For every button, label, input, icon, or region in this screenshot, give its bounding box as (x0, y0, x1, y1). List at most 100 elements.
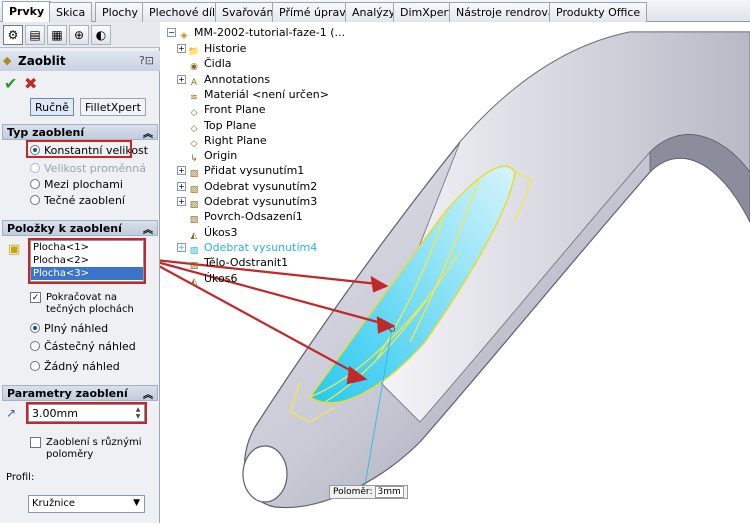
tab-plochy[interactable]: Plochy (95, 2, 145, 22)
callout-label: Poloměr: (333, 487, 373, 497)
annotation-highlight-box (26, 402, 147, 424)
radio-no-preview[interactable]: Žádný náhled (30, 360, 120, 373)
list-item[interactable]: Plocha<3> (31, 267, 143, 280)
annotation-highlight-box (28, 238, 146, 284)
tree-item-label: Annotations (204, 72, 271, 86)
model-viewport (145, 31, 750, 509)
tree-item-label: Odebrat vysunutím3 (204, 195, 318, 208)
graphics-area[interactable] (145, 22, 750, 523)
tree-item[interactable]: ◉Čidla (177, 57, 232, 72)
radio-label: Tečné zaoblení (44, 194, 125, 207)
tree-item[interactable]: +▨Odebrat vysunutím3 (177, 195, 317, 210)
params-header-label: Parametry zaoblení (7, 387, 128, 400)
profile-dropdown[interactable]: Kružnice ▼ (28, 495, 145, 513)
multi-radius-checkbox[interactable]: Zaoblení s různými poloměry (30, 437, 150, 461)
radio-partial-preview[interactable]: Částečný náhled (30, 340, 136, 353)
radio-face-fillet[interactable]: Mezi plochami (30, 178, 123, 191)
tab-analyzy[interactable]: Analýzy (345, 2, 403, 22)
tree-item-label: Čidla (204, 57, 232, 71)
tab-svarovani[interactable]: Svařování (215, 2, 284, 22)
tree-item[interactable]: +▨Odebrat vysunutím4 (177, 241, 317, 256)
tree-item[interactable]: ◭Úkos6 (177, 272, 238, 287)
tree-item[interactable]: +▨Přidat vysunutím1 (177, 164, 304, 179)
tree-item[interactable]: ↳Origin (177, 149, 237, 164)
radio-variable-size: Velikost proměnná (30, 162, 146, 175)
collapse-icon[interactable]: − (167, 28, 176, 37)
tree-item-label: Úkos3 (204, 225, 238, 239)
spin-arrows-icon[interactable]: ▲▼ (135, 406, 141, 420)
tree-item[interactable]: +📁 Historie (177, 42, 246, 57)
radio-label: Velikost proměnná (44, 162, 146, 175)
tangent-propagation-checkbox[interactable]: ✓ Pokračovat na tečných plochách (30, 292, 150, 316)
callout-value[interactable]: 3mm (374, 486, 404, 498)
filletxpert-mode-button[interactable]: FilletXpert (80, 98, 146, 116)
feature-icon: ◭ (190, 276, 198, 287)
tab-produkty-office[interactable]: Produkty Office (549, 2, 648, 22)
checkbox-checked-icon: ✓ (30, 292, 41, 303)
items-section-header[interactable]: Položky k zaoblení ︽ (2, 220, 158, 236)
tree-item-label: Historie (204, 42, 247, 55)
manual-mode-button[interactable]: Ručně (30, 98, 74, 116)
dimxpert-manager-icon[interactable]: ⊕ (69, 25, 89, 45)
property-manager: ⚙ ▤ ▦ ⊕ ◐ ◆ Zaoblit ?⊡ ✔ ✖ Ručně FilletX… (0, 22, 160, 523)
collapse-chevron-icon[interactable]: ︽ (143, 390, 153, 401)
expand-icon[interactable]: + (177, 242, 186, 252)
radius-input[interactable]: 3.00mm ▲▼ (28, 404, 145, 422)
tree-root[interactable]: −◈MM-2002-tutorial-faze-1 (... (167, 26, 345, 41)
faces-selection-list[interactable]: Plocha<1> Plocha<2> Plocha<3> (30, 240, 144, 282)
dimension-leader (364, 328, 393, 486)
tab-skica[interactable]: Skica (49, 2, 93, 22)
part-icon: ◈ (180, 31, 188, 41)
display-manager-icon[interactable]: ◐ (91, 25, 111, 45)
radio-selected-icon (30, 145, 40, 155)
tree-item[interactable]: +▨Odebrat vysunutím2 (177, 180, 317, 195)
params-section-header[interactable]: Parametry zaoblení ︽ (2, 385, 158, 401)
tab-nastroje-rendrovani[interactable]: Nástroje rendrování (449, 2, 572, 22)
ok-button[interactable]: ✔ (4, 74, 18, 93)
configuration-manager-icon[interactable]: ▦ (47, 25, 67, 45)
feature-icon: A (190, 77, 198, 88)
tree-item[interactable]: ◇Right Plane (177, 134, 267, 149)
tree-item[interactable]: ≋Materiál <není určen> (177, 88, 329, 103)
list-item[interactable]: Plocha<2> (33, 255, 90, 266)
radio-full-preview[interactable]: Plný náhled (30, 322, 108, 335)
profile-value: Kružnice (32, 498, 76, 509)
help-icon[interactable]: ?⊡ (138, 54, 154, 67)
tab-dimxpert[interactable]: DimXpert (393, 2, 460, 22)
radio-icon (30, 361, 40, 371)
radio-label: Žádný náhled (44, 360, 120, 373)
expand-icon[interactable]: + (177, 181, 186, 191)
tab-prime-upravy[interactable]: Přímé úpravy (272, 2, 360, 22)
expand-icon[interactable]: + (177, 166, 186, 176)
expand-icon[interactable]: + (177, 197, 186, 206)
cancel-button[interactable]: ✖ (24, 74, 38, 93)
tab-prvky[interactable]: Prvky (2, 1, 52, 23)
tree-item[interactable]: ◇Top Plane (177, 119, 257, 134)
expand-icon[interactable]: + (177, 44, 186, 53)
radio-constant-size[interactable]: Konstantní velikost (30, 144, 148, 157)
tree-item[interactable]: ◇Front Plane (177, 103, 266, 118)
tree-item-label: Přidat vysunutím1 (204, 164, 305, 178)
property-manager-icon[interactable]: ▤ (25, 25, 45, 45)
radio-full-round[interactable]: Tečné zaoblení (30, 194, 125, 207)
fillet-type-section-header[interactable]: Typ zaoblení ︽ (2, 124, 158, 140)
tree-item[interactable]: ◭Úkos3 (177, 226, 238, 241)
radio-icon (30, 163, 40, 173)
command-manager-tabs: Prvky Skica Plochy Plechové díly Svařová… (0, 0, 750, 23)
tree-item[interactable]: + A Annotations (177, 73, 270, 88)
tab-plechove-dily[interactable]: Plechové díly (142, 2, 229, 22)
feature-icon: ▨ (189, 261, 199, 272)
feature-icon: ◇ (190, 138, 198, 149)
list-item[interactable]: Plocha<1> (33, 242, 90, 253)
feature-icon: 📁 (188, 47, 200, 57)
feature-manager-icon[interactable]: ⚙ (3, 25, 23, 45)
radio-icon (30, 341, 40, 351)
collapse-chevron-icon[interactable]: ︽ (143, 225, 153, 236)
radio-label: Konstantní velikost (44, 144, 149, 157)
radio-label: Částečný náhled (44, 340, 136, 353)
tree-item[interactable]: ▨Tělo-Odstranit1 (177, 256, 288, 271)
tree-item[interactable]: ▨Povrch-Odsazení1 (177, 210, 303, 225)
collapse-chevron-icon[interactable]: ︽ (143, 129, 153, 140)
dimension-callout[interactable]: Poloměr:3mm (329, 485, 408, 499)
expand-icon[interactable]: + (177, 74, 186, 84)
